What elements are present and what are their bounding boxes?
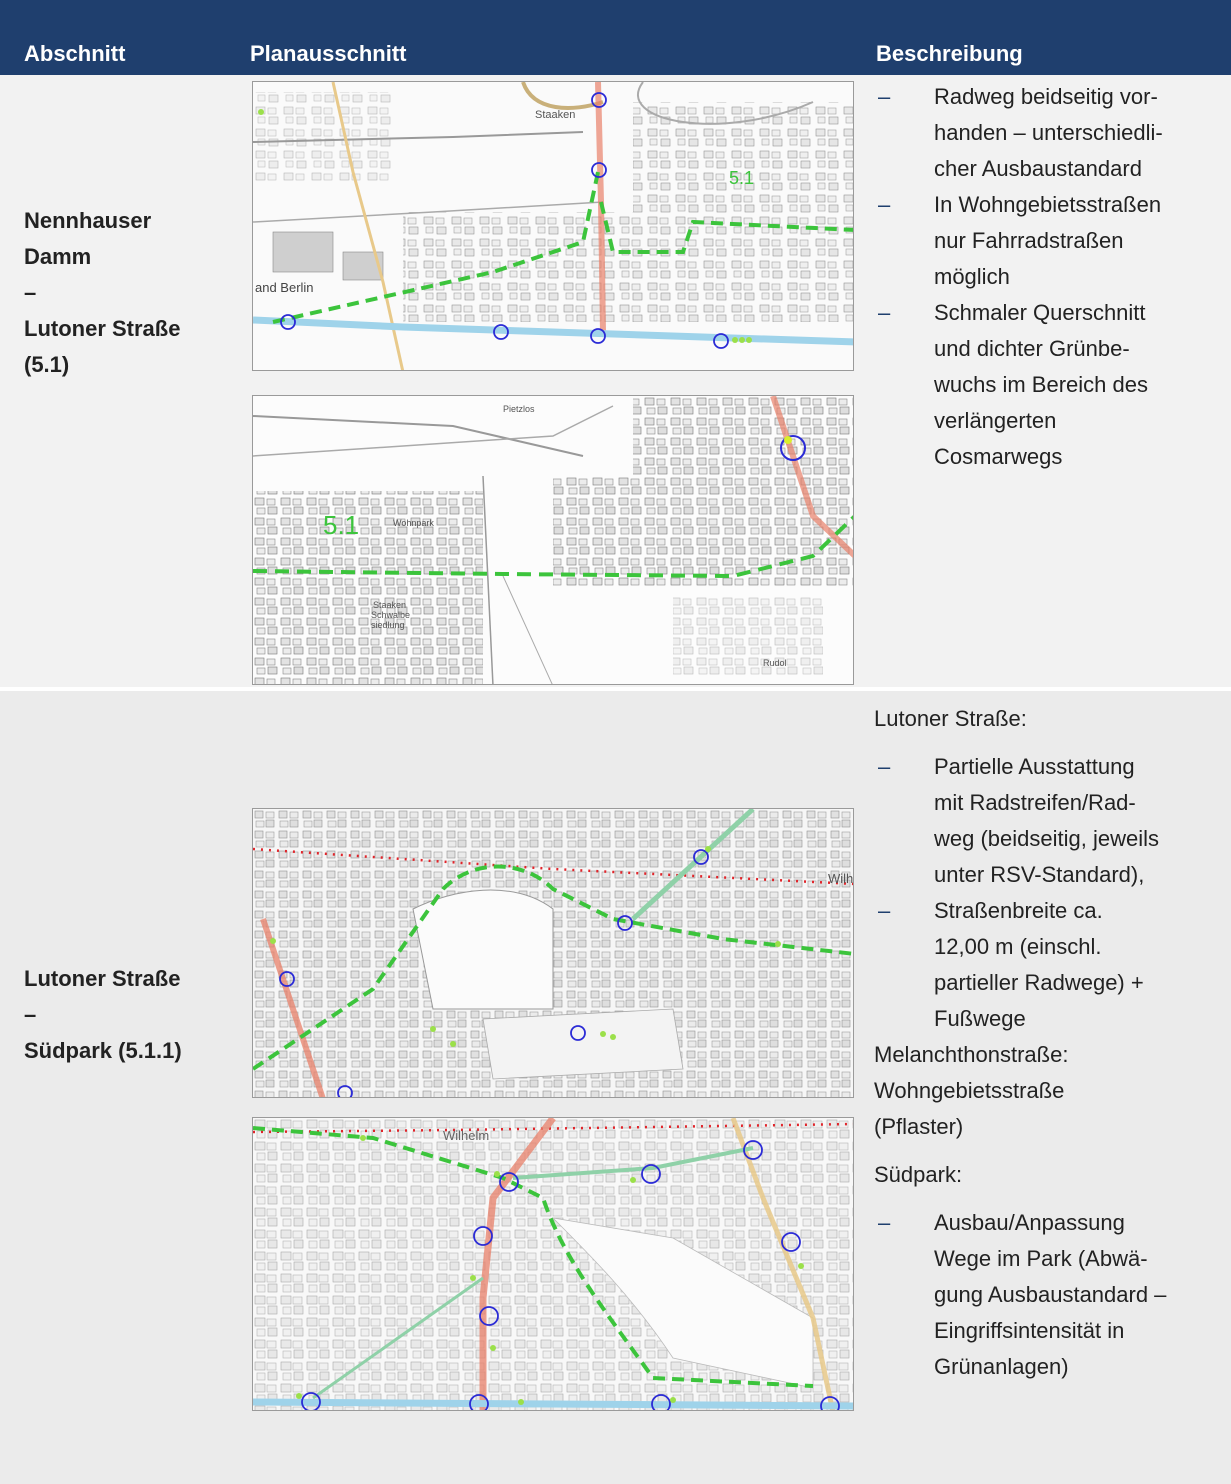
table-row: Lutoner Straße – Südpark (5.1.1) xyxy=(0,691,1231,1484)
description-line: Südpark: xyxy=(874,1162,963,1187)
section-title-line: – xyxy=(24,1002,37,1027)
spacer xyxy=(874,1193,1224,1205)
description-line: partieller Radwege) + xyxy=(934,970,1144,995)
section-title-line: Lutoner Straße xyxy=(24,966,181,991)
section-title: Nennhauser Damm – Lutoner Straße (5.1) xyxy=(24,203,180,383)
section-title: Lutoner Straße – Südpark (5.1.1) xyxy=(24,961,182,1069)
map-graphic: Staaken and Berlin 5.1 xyxy=(253,82,853,370)
description-bullet: – In Wohngebietsstraßen nur Fahrradstraß… xyxy=(874,187,1224,295)
description-line: und dichter Grünbe- xyxy=(934,336,1130,361)
description-text: Lutoner Straße: xyxy=(874,701,1224,737)
map-label: Rudol xyxy=(763,658,787,668)
table-row: Nennhauser Damm – Lutoner Straße (5.1) xyxy=(0,75,1231,687)
description-bullet: – Straßenbreite ca. 12,00 m (einschl. pa… xyxy=(874,893,1224,1037)
description-bullet: – Ausbau/Anpassung Wege im Park (Abwä- g… xyxy=(874,1205,1224,1385)
description-line: Melanchthonstraße: xyxy=(874,1042,1069,1067)
description-line: Wege im Park (Abwä- xyxy=(934,1246,1148,1271)
section-title-line: Lutoner Straße xyxy=(24,316,181,341)
description-line: nur Fahrradstraßen xyxy=(934,228,1124,253)
route-label: 5.1 xyxy=(729,168,754,188)
description-line: 12,00 m (einschl. xyxy=(934,934,1102,959)
route-label: 5.1 xyxy=(323,510,359,540)
spacer xyxy=(874,1145,1224,1157)
section-title-line: Nennhauser xyxy=(24,208,152,233)
bullet-dash: – xyxy=(878,192,891,217)
description-line: Lutoner Straße: xyxy=(874,706,1027,731)
description-line: handen – unterschiedli- xyxy=(934,120,1163,145)
description-line: In Wohngebietsstraßen xyxy=(934,192,1162,217)
map-label: Staaken xyxy=(535,109,575,121)
description-line: Partielle Ausstattung xyxy=(934,754,1135,779)
description-line: unter RSV-Standard), xyxy=(934,862,1145,887)
description-list: – Radweg beidseitig vor- handen – unters… xyxy=(874,79,1224,475)
bullet-dash: – xyxy=(878,1210,891,1235)
table-header: Abschnitt Planausschnitt Beschreibung xyxy=(0,0,1231,75)
section-title-line: – xyxy=(24,280,37,305)
section-title-line: Südpark (5.1.1) xyxy=(24,1038,182,1063)
description-line: Grünanlagen) xyxy=(934,1354,1069,1379)
description-line: Cosmarwegs xyxy=(934,444,1063,469)
bullet-dash: – xyxy=(878,300,891,325)
description-line: Eingriffsintensität in xyxy=(934,1318,1125,1343)
description-line: Wohngebietsstraße xyxy=(874,1078,1065,1103)
description-bullet: – Radweg beidseitig vor- handen – unters… xyxy=(874,79,1224,187)
description-line: Fußwege xyxy=(934,1006,1026,1031)
bullet-dash: – xyxy=(878,84,891,109)
description-line: cher Ausbaustandard xyxy=(934,156,1142,181)
bullet-dash: – xyxy=(878,898,891,923)
section-title-line: (5.1) xyxy=(24,352,70,377)
header-abschnitt: Abschnitt xyxy=(24,41,126,66)
map-label: Wohnpark xyxy=(393,518,434,528)
header-beschreibung: Beschreibung xyxy=(876,41,1023,66)
description-bullet: – Partielle Ausstattung mit Radstreifen/… xyxy=(874,749,1224,893)
description-line: verlängerten xyxy=(934,408,1057,433)
map-label: and Berlin xyxy=(255,280,314,295)
description-line: Schmaler Querschnitt xyxy=(934,300,1146,325)
description-line: Ausbau/Anpassung xyxy=(934,1210,1125,1235)
map-label: Wilhelm xyxy=(443,1128,489,1143)
map-graphic: Wilhelm xyxy=(253,1118,853,1410)
description-text: Südpark: xyxy=(874,1157,1224,1193)
description-line: Radweg beidseitig vor- xyxy=(934,84,1158,109)
map-graphic: 5.1 Pietzlos Staaken Schwalbe siedlung W… xyxy=(253,396,853,684)
description-line: Straßenbreite ca. xyxy=(934,898,1103,923)
plan-map-lutoner-bottom: Wilhelm xyxy=(252,1117,854,1411)
map-label: siedlung xyxy=(371,620,405,630)
description-text: Melanchthonstraße: Wohngebietsstraße (Pf… xyxy=(874,1037,1224,1145)
header-planausschnitt: Planausschnitt xyxy=(250,41,407,66)
description-list: Lutoner Straße: – Partielle Ausstattung … xyxy=(874,701,1224,1385)
map-label: Pietzlos xyxy=(503,404,535,414)
map-graphic: Wilh xyxy=(253,809,853,1097)
description-bullet: – Schmaler Querschnitt und dichter Grünb… xyxy=(874,295,1224,475)
description-line: wuchs im Bereich des xyxy=(934,372,1148,397)
description-line: mit Radstreifen/Rad- xyxy=(934,790,1136,815)
description-line: weg (beidseitig, jeweils xyxy=(934,826,1159,851)
map-label: Schwalbe xyxy=(371,610,410,620)
plan-map-nennhauser-bottom: 5.1 Pietzlos Staaken Schwalbe siedlung W… xyxy=(252,395,854,685)
map-label: Wilh xyxy=(828,871,853,886)
map-label: Staaken xyxy=(373,600,406,610)
bullet-dash: – xyxy=(878,754,891,779)
description-line: gung Ausbaustandard – xyxy=(934,1282,1167,1307)
spacer xyxy=(874,737,1224,749)
plan-map-nennhauser-top: Staaken and Berlin 5.1 xyxy=(252,81,854,371)
description-line: möglich xyxy=(934,264,1010,289)
section-title-line: Damm xyxy=(24,244,92,269)
plan-map-lutoner-top: Wilh xyxy=(252,808,854,1098)
description-line: (Pflaster) xyxy=(874,1114,964,1139)
